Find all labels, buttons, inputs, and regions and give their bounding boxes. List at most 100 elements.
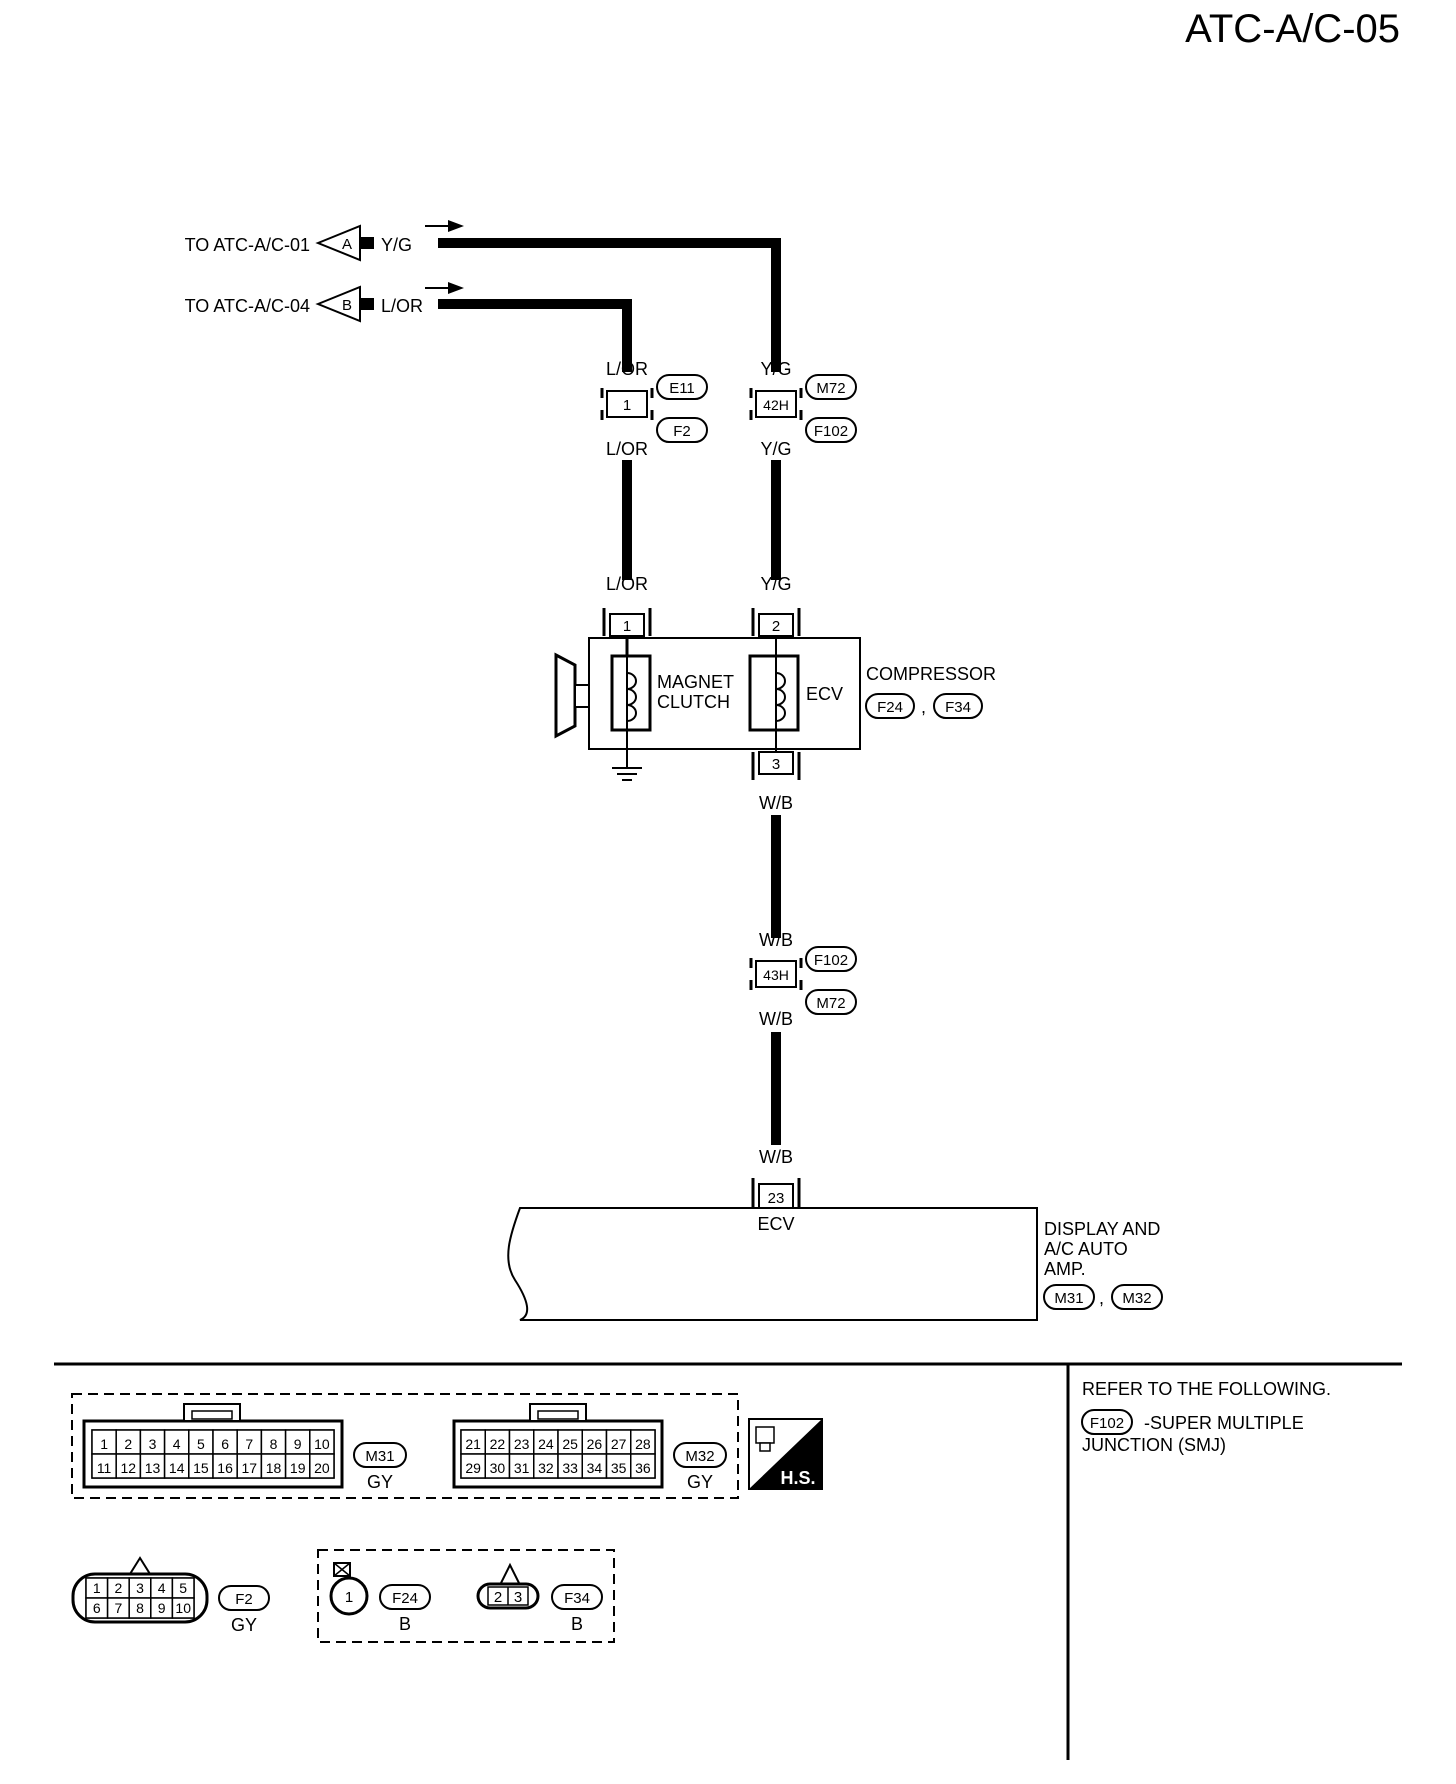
pin-number: 21 (465, 1436, 481, 1452)
pin-number: 20 (314, 1460, 330, 1476)
pin-number: 12 (121, 1460, 137, 1476)
svg-text:F2: F2 (673, 423, 691, 440)
compressor-terminal-1: 1 (602, 608, 652, 637)
pin-number: 6 (221, 1436, 229, 1452)
pin-number: 9 (158, 1600, 166, 1616)
pin-number: 27 (611, 1436, 627, 1452)
pin-number: 24 (538, 1436, 554, 1452)
pin-number: 10 (175, 1600, 191, 1616)
pin-number: 1 (93, 1580, 101, 1596)
connector-color-label: GY (687, 1472, 713, 1492)
connector-badge-e11: E11 (656, 374, 708, 400)
svg-text:3: 3 (772, 756, 780, 773)
connector-color-label: B (399, 1614, 411, 1634)
hs-harness-side-icon: H.S. (748, 1418, 823, 1490)
pin-number: 7 (245, 1436, 253, 1452)
connector-color-label: GY (367, 1472, 393, 1492)
connector-face-f34: 2 3 (476, 1562, 540, 1610)
pin-cell (605, 1453, 632, 1479)
pin-cell (557, 1453, 583, 1479)
svg-text:H.S.: H.S. (780, 1468, 815, 1488)
pin-number: 32 (538, 1460, 554, 1476)
svg-text:M32: M32 (1122, 1290, 1151, 1307)
svg-text:E11: E11 (669, 380, 695, 397)
pin-number: 9 (294, 1436, 302, 1452)
magnet-clutch-coil-icon (610, 636, 652, 768)
pin-number: 4 (173, 1436, 181, 1452)
pin-number: 22 (490, 1436, 506, 1452)
amp-label: AMP. (1044, 1259, 1086, 1279)
wire-color-label: L/OR (606, 359, 648, 379)
amp-label: A/C AUTO (1044, 1239, 1128, 1259)
pin-number: 30 (490, 1460, 506, 1476)
pin-cell (630, 1429, 656, 1455)
wire-color-label: Y/G (381, 235, 412, 255)
svg-text:F24: F24 (392, 1590, 418, 1607)
pin-number: 3 (149, 1436, 157, 1452)
wire-color-label: L/OR (381, 296, 423, 316)
amp-label: DISPLAY AND (1044, 1219, 1160, 1239)
compressor-label: COMPRESSOR (866, 664, 996, 684)
page-title: ATC-A/C-05 (1185, 7, 1400, 51)
pin-cell (309, 1453, 335, 1479)
svg-text:F102: F102 (1090, 1415, 1124, 1432)
pin-cell (115, 1453, 142, 1479)
wire-color-label: W/B (759, 930, 793, 950)
pin-number: 16 (217, 1460, 233, 1476)
wire-lor (438, 299, 632, 372)
to-atc-a-c-04-label: TO ATC-A/C-04 (185, 296, 310, 316)
flag-a-icon: A (315, 224, 374, 262)
pin-number: 2 (124, 1436, 132, 1452)
svg-text:F2: F2 (235, 1591, 253, 1608)
connector-badge-f2: F2 (218, 1585, 270, 1611)
connector-group-box (317, 1549, 615, 1643)
note-text: REFER TO THE FOLLOWING. (1082, 1379, 1331, 1399)
connector-badge-m32: M32 (1111, 1284, 1163, 1310)
pin-number: 31 (514, 1460, 530, 1476)
pulley-icon (554, 652, 590, 739)
pin-cell (171, 1597, 195, 1619)
svg-text:A: A (342, 236, 352, 253)
svg-text:3: 3 (514, 1589, 522, 1606)
pin-number: 8 (136, 1600, 144, 1616)
pin-number: 6 (93, 1600, 101, 1616)
pin-number: 4 (158, 1580, 166, 1596)
wire-color-label: L/OR (606, 439, 648, 459)
connector-badge-f2: F2 (656, 417, 708, 443)
wire-color-label: W/B (759, 793, 793, 813)
pin-number: 33 (562, 1460, 578, 1476)
wire-color-label: L/OR (606, 574, 648, 594)
magnet-clutch-label: CLUTCH (657, 692, 730, 712)
pin-number: 18 (266, 1460, 282, 1476)
pin-cell (212, 1453, 238, 1479)
pin-number: 35 (611, 1460, 627, 1476)
note-text: JUNCTION (SMJ) (1082, 1435, 1226, 1455)
amp-terminal-label: ECV (757, 1214, 794, 1234)
svg-text:F102: F102 (814, 423, 848, 440)
svg-text:M31: M31 (365, 1448, 394, 1465)
svg-text:43H: 43H (763, 967, 789, 983)
pin-number: 7 (115, 1600, 123, 1616)
wire-color-label: Y/G (760, 359, 791, 379)
svg-text:F34: F34 (564, 1590, 590, 1607)
svg-text:42H: 42H (763, 397, 789, 413)
svg-text:M31: M31 (1054, 1290, 1083, 1307)
direction-arrow-icon (425, 282, 464, 294)
pin-number: 19 (290, 1460, 306, 1476)
connector-badge-m31: M31 (353, 1442, 407, 1468)
connector-color-label: GY (231, 1615, 257, 1635)
pin-cell (484, 1429, 511, 1455)
connector-face-f24: 1 (329, 1562, 369, 1616)
connector-badge-f102: F102 (805, 946, 857, 972)
inline-connector-43h: 43H (749, 958, 803, 990)
connector-badge-m31: M31 (1043, 1284, 1095, 1310)
pin-number: 23 (514, 1436, 530, 1452)
pin-cell (284, 1453, 311, 1479)
pin-number: 3 (136, 1580, 144, 1596)
ecv-label: ECV (806, 684, 843, 704)
pin-number: 15 (193, 1460, 209, 1476)
amp-body (507, 1207, 1038, 1321)
svg-text:2: 2 (494, 1589, 502, 1606)
